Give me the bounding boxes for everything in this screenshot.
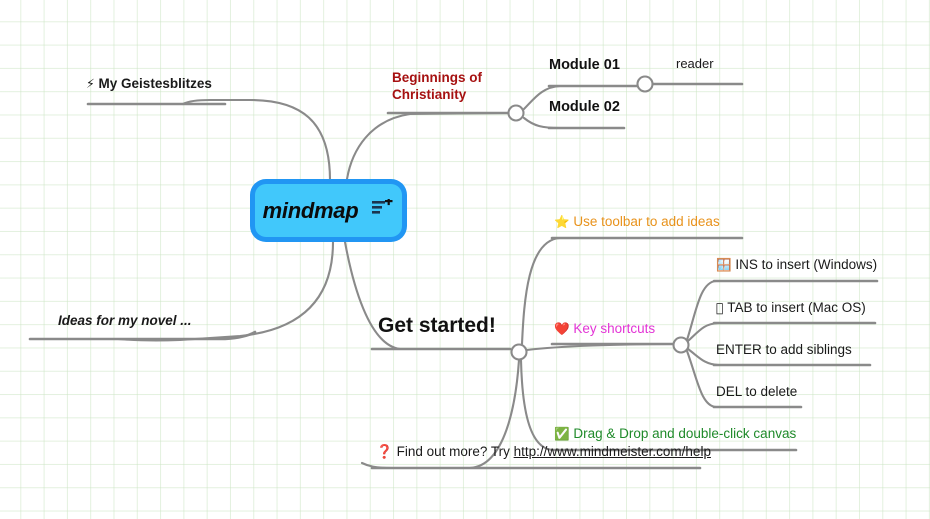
node-label: Key shortcuts <box>573 321 656 336</box>
windows-icon: 🪟 <box>716 257 732 272</box>
node-get-started[interactable]: Get started! <box>378 314 496 338</box>
node-label: INS to insert (Windows) <box>735 257 878 272</box>
node-ideas-for-my-novel[interactable]: Ideas for my novel ... <box>58 313 192 329</box>
node-find-out-more[interactable]: ❓ Find out more? Try http://www.mindmeis… <box>376 444 711 460</box>
root-node[interactable]: mindmap <box>250 179 407 242</box>
node-label: Module 02 <box>549 99 620 115</box>
node-enter-to-add-siblings[interactable]: ENTER to add siblings <box>716 342 852 358</box>
node-drag-drop-double-click-canvas[interactable]: ✅ Drag & Drop and double-click canvas <box>554 426 796 442</box>
node-use-toolbar-to-add-ideas[interactable]: ⭐ Use toolbar to add ideas <box>554 214 720 230</box>
node-module-02[interactable]: Module 02 <box>549 99 620 116</box>
question-mark-icon: ❓ <box>376 444 393 459</box>
node-del-to-delete[interactable]: DEL to delete <box>716 384 797 400</box>
add-lines-icon[interactable] <box>372 197 394 222</box>
node-label: Beginnings of Christianity <box>392 70 482 102</box>
root-node-inner: mindmap <box>255 184 402 237</box>
node-label: Use toolbar to add ideas <box>573 214 720 229</box>
node-reader[interactable]: reader <box>676 56 714 72</box>
node-my-geistesblitzes[interactable]: ⚡ My Geistesblitzes <box>86 76 212 92</box>
node-label: reader <box>676 56 714 71</box>
node-label: Module 01 <box>549 57 620 73</box>
check-mark-icon: ✅ <box>554 426 570 441</box>
node-label: Get started! <box>378 314 496 337</box>
heart-icon: ❤️ <box>554 321 570 336</box>
node-tab-to-insert-macos[interactable]:  TAB to insert (Mac OS) <box>716 300 866 316</box>
apple-icon:  <box>716 300 724 315</box>
node-key-shortcuts[interactable]: ❤️ Key shortcuts <box>554 321 655 337</box>
node-label: ENTER to add siblings <box>716 342 852 357</box>
node-ins-to-insert-windows[interactable]: 🪟 INS to insert (Windows) <box>716 257 877 273</box>
node-beginnings-of-christianity[interactable]: Beginnings of Christianity <box>392 70 522 104</box>
root-node-label: mindmap <box>262 197 359 223</box>
node-label: Drag & Drop and double-click canvas <box>573 426 797 441</box>
node-label-prefix: Find out more? Try <box>396 444 514 459</box>
node-label: Ideas for my novel ... <box>58 313 192 328</box>
lightning-icon: ⚡ <box>86 76 95 91</box>
node-module-01[interactable]: Module 01 <box>549 57 620 74</box>
node-label: DEL to delete <box>716 384 798 399</box>
node-label: TAB to insert (Mac OS) <box>716 300 866 315</box>
star-icon: ⭐ <box>554 214 570 229</box>
node-label: My Geistesblitzes <box>98 76 212 91</box>
help-link[interactable]: http://www.mindmeister.com/help <box>513 444 711 459</box>
